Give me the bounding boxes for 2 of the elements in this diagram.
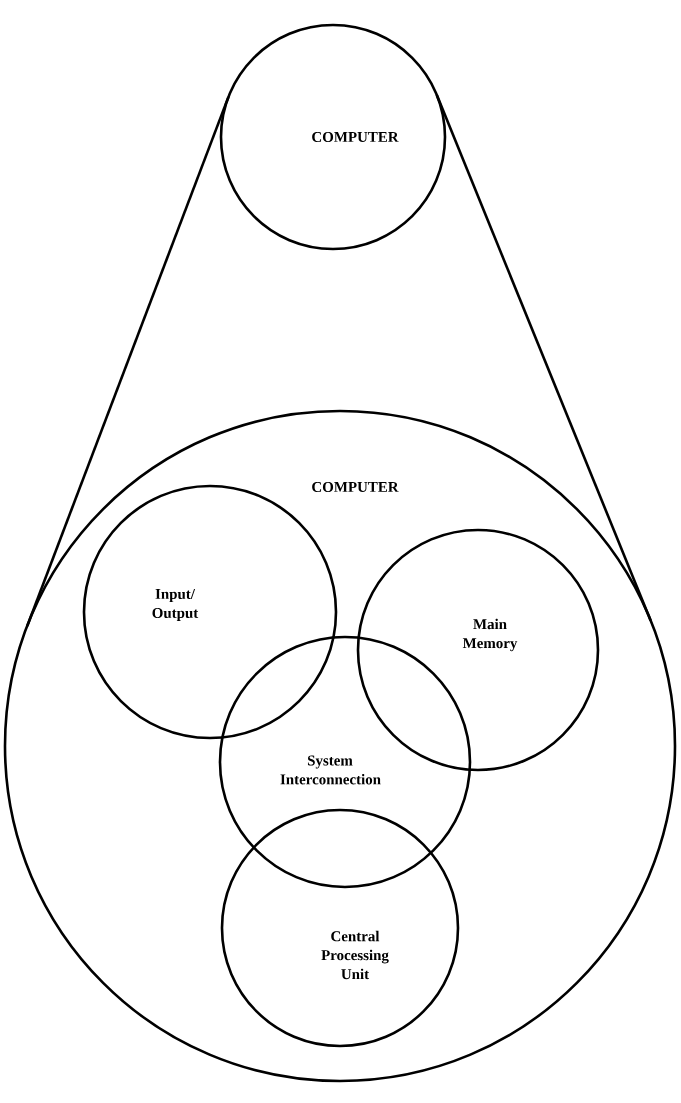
line — [26, 96, 230, 627]
line — [435, 94, 652, 621]
